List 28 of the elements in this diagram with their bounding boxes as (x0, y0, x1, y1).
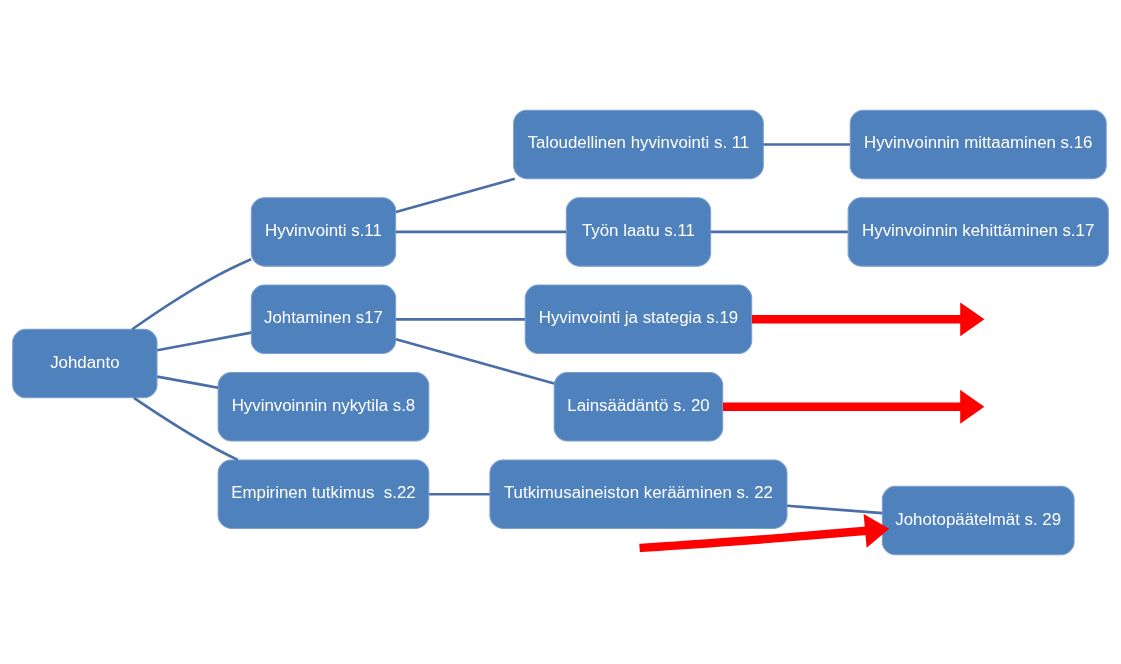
node-box: Johtaminen s17 (250, 284, 397, 354)
node-box: Työn laatu s.11 (565, 196, 712, 267)
arrow (722, 389, 985, 424)
node-box: Lainsäädäntö s. 20 (553, 371, 724, 442)
connector (395, 176, 516, 213)
connector (395, 230, 567, 233)
node-box: Hyvinvointi ja stategia s.19 (524, 284, 753, 354)
connector (395, 317, 525, 321)
connector (156, 330, 252, 352)
arrow (639, 513, 890, 552)
node-box: Tutkimusaineiston kerääminen s. 22 (489, 458, 788, 529)
node-box: Empirinen tutkimus s.22 (217, 458, 430, 529)
node-box: Taloudellinen hyvinvointi s. 11 (513, 109, 764, 179)
connector (429, 492, 490, 496)
connector (787, 503, 883, 514)
connector (133, 396, 239, 461)
connector (131, 257, 252, 330)
node-box: Johdanto (12, 328, 158, 398)
node-box: Hyvinvoinnin nykytila s.8 (217, 371, 430, 442)
arrow (751, 301, 985, 336)
node-box: Hyvinvoinnin mittaaminen s.16 (849, 109, 1107, 179)
connector (395, 337, 555, 385)
connector (156, 374, 219, 389)
node-box: Hyvinvoinnin kehittäminen s.17 (847, 196, 1109, 267)
node-box: Hyvinvointi s.11 (250, 196, 397, 267)
node-box: Johotopäätelmät s. 29 (881, 485, 1075, 555)
connector (710, 230, 848, 233)
connector (763, 142, 850, 146)
